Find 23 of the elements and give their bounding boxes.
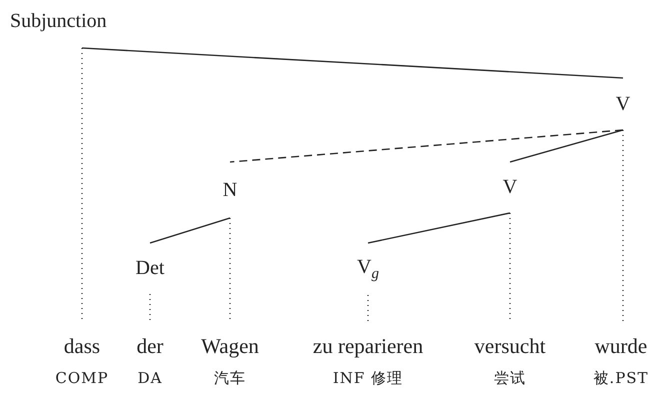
word: wurde [594,334,648,359]
gloss: DA [138,369,162,387]
category-label: V$_{g}$ [350,243,386,295]
gloss: 汽车 [214,369,246,388]
gloss: 尝试 [494,369,526,388]
gloss: INF 修理 [332,369,404,388]
word: der [136,334,164,359]
branch-line [82,47,624,79]
word: Wagen [201,334,259,359]
dashed-line [230,129,624,163]
category-label: N [215,162,245,218]
word: zu reparieren [312,334,424,359]
gloss: 被.PST [593,369,649,388]
gloss: COMP [55,369,109,387]
branch-line [510,129,624,163]
word: dass [64,334,100,359]
word: versucht [474,334,546,359]
category-label: Subjunction [10,10,155,48]
category-label: V [495,162,525,213]
branch-line [150,217,230,244]
category-label: V [608,78,638,130]
branch-line [368,212,510,244]
category-label: Det [128,243,172,294]
